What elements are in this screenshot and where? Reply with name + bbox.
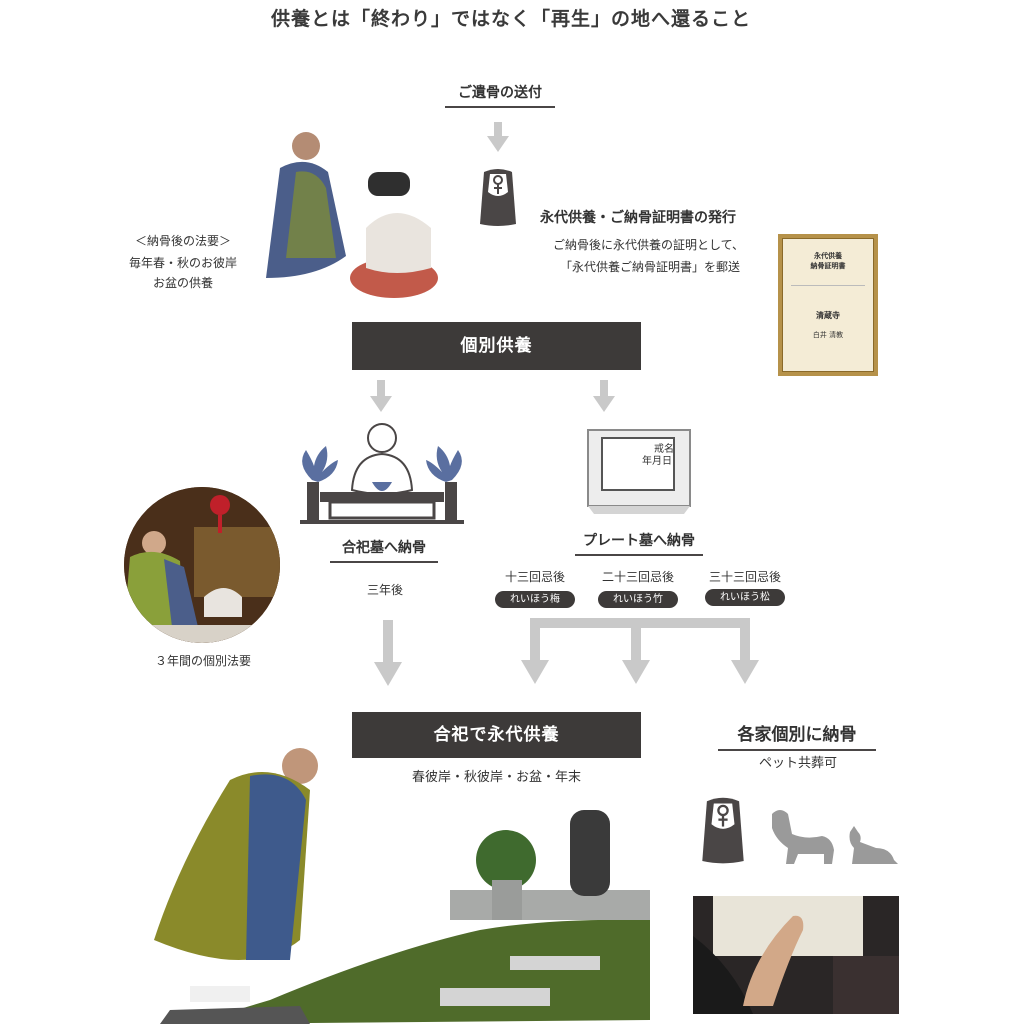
certificate-doc-signer: 白井 清教: [812, 331, 844, 339]
dog-icon: [772, 810, 834, 864]
option-label-13: 十三回忌後: [504, 570, 565, 584]
plate-grave-text: プレート墓へ納骨: [583, 533, 695, 549]
after-burial-heading: ＜納骨後の法要＞: [134, 234, 231, 248]
certificate-title: 永代供養・ご納骨証明書の発行: [540, 210, 736, 226]
communal-eternal-bar: 合祀で永代供養: [352, 712, 641, 758]
after-burial-line-2: お盆の供養: [152, 276, 213, 290]
communal-grave-photo: [150, 740, 670, 1024]
certificate-doc-temple: 清蔵寺: [816, 310, 840, 320]
monk-ritual-photo: [256, 128, 452, 304]
plate-text-1: 戒名: [654, 442, 674, 455]
plan-badge-matsu: れいほう松: [705, 589, 785, 606]
option-label-23: 二十三回忌後: [601, 570, 674, 584]
each-family-label: 各家個別に納骨: [718, 720, 876, 751]
communal-eternal-sub: 春彼岸・秋彼岸・お盆・年末: [411, 770, 581, 785]
individual-service-photo: [124, 487, 280, 643]
after-burial-line-1: 毎年春・秋のお彼岸: [128, 256, 237, 270]
branch-arrows-icon: [521, 618, 759, 684]
plan-badge-ume: れいほう梅: [495, 591, 575, 608]
urn-icon: [480, 169, 516, 226]
certificate-doc-heading2: 納骨証明書: [810, 261, 846, 270]
plate-grave-icon: 戒名 年月日: [587, 429, 691, 514]
communal-grave-icon: [300, 423, 464, 524]
send-remains-label: ご遺骨の送付: [445, 82, 555, 108]
plan-badge-take: れいほう竹: [598, 591, 678, 608]
three-year-caption: ３年間の個別法要: [154, 654, 251, 668]
communal-grave-text: 合祀墓へ納骨: [342, 540, 426, 556]
plate-grave-label: プレート墓へ納骨: [575, 530, 703, 556]
certificate-desc-2: 「永代供養ご納骨証明書」を郵送: [560, 260, 741, 274]
page-title: 供養とは「終わり」ではなく「再生」の地へ還ること: [270, 8, 751, 30]
urn-icon: [702, 797, 744, 864]
send-remains-text: ご遺骨の送付: [458, 85, 542, 101]
cat-icon: [849, 826, 898, 864]
individual-memorial-bar: 個別供養: [352, 322, 641, 370]
communal-grave-label: 合祀墓へ納骨: [330, 537, 438, 563]
option-label-33: 三十三回忌後: [708, 570, 781, 584]
certificate-desc-1: ご納骨後に永代供養の証明として、: [553, 238, 745, 252]
praying-photo: [693, 896, 899, 1014]
arrow-down-icon: [374, 620, 402, 686]
arrow-down-icon: [370, 380, 392, 412]
plate-text-2: 年月日: [642, 454, 672, 467]
certificate-doc-heading1: 永代供養: [814, 251, 842, 260]
pets-ok-label: ペット共葬可: [758, 756, 837, 771]
certificate-document-image: 永代供養 納骨証明書 清蔵寺 白井 清教: [778, 234, 878, 376]
arrow-down-icon: [487, 122, 509, 152]
each-family-text: 各家個別に納骨: [737, 725, 857, 745]
arrow-down-icon: [593, 380, 615, 412]
three-years-after-label: 三年後: [366, 583, 403, 597]
